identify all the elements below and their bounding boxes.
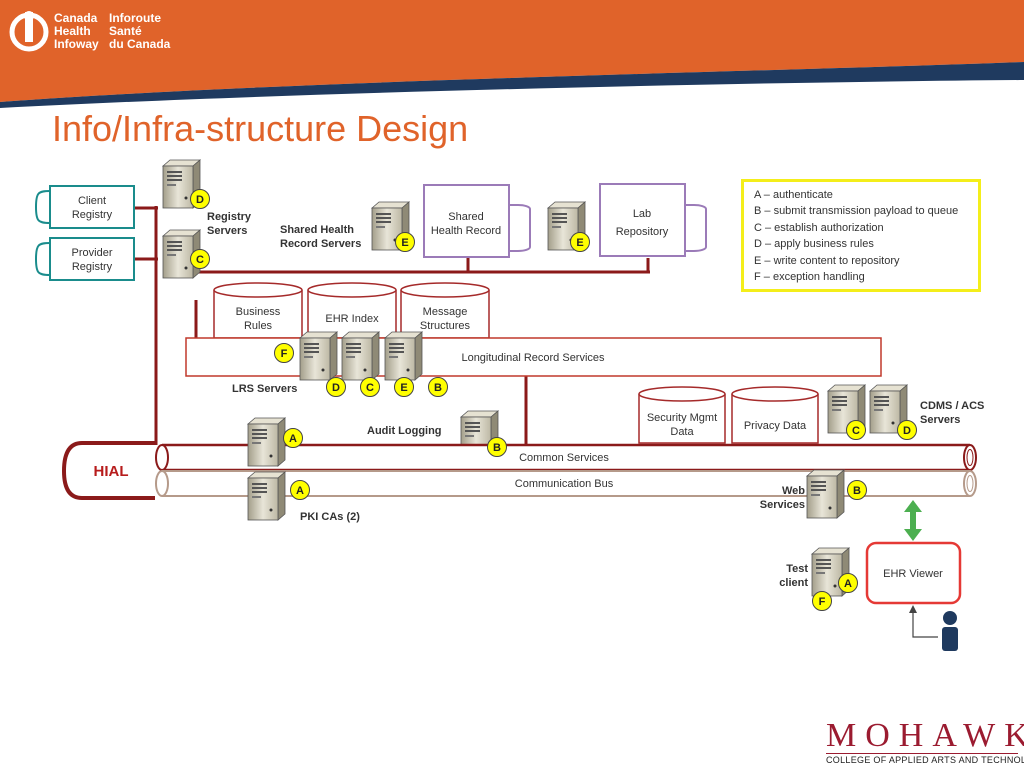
test-client-label-line1: Test bbox=[786, 563, 808, 575]
web-services-label-line2: Services bbox=[760, 499, 805, 511]
badge-cdms-d: D bbox=[903, 425, 911, 437]
ehr-viewer-label: EHR Viewer bbox=[883, 568, 943, 580]
badge-lrs-e: E bbox=[400, 382, 407, 394]
ehr-index-store: EHR Index bbox=[307, 282, 397, 339]
auth-server-icon bbox=[247, 417, 286, 467]
badge-test-f: F bbox=[819, 596, 826, 608]
header-band bbox=[0, 0, 1024, 108]
legend-box: A – authenticate B – submit transmission… bbox=[741, 179, 981, 292]
badge-lrs-b: B bbox=[434, 382, 442, 394]
lrs-server-2-icon bbox=[341, 331, 380, 381]
lrs-server-1-icon bbox=[299, 331, 338, 381]
legend-item-e: E – write content to repository bbox=[754, 254, 900, 267]
legend-item-d: D – apply business rules bbox=[754, 238, 874, 251]
privacy-data-label: Privacy Data bbox=[744, 420, 807, 432]
privacy-data-store: Privacy Data bbox=[731, 386, 819, 444]
mohawk-logo: MOHAWK bbox=[826, 717, 1024, 754]
legend-item-a: A – authenticate bbox=[754, 189, 833, 201]
badge-lab-e: E bbox=[576, 237, 583, 249]
hial-bracket bbox=[61, 441, 155, 500]
double-arrow-icon bbox=[904, 500, 922, 541]
common-services-label: Common Services bbox=[519, 452, 609, 464]
badge-registry-d: D bbox=[196, 194, 204, 206]
badge-audit-b: B bbox=[493, 442, 501, 454]
badge-auth-a: A bbox=[289, 433, 297, 445]
legend-item-f: F – exception handling bbox=[754, 271, 865, 284]
user-person-icon bbox=[942, 611, 958, 651]
badge-lrs-c: C bbox=[366, 382, 374, 394]
infoway-logo-icon bbox=[9, 11, 49, 52]
badge-registry-c: C bbox=[196, 254, 204, 266]
test-client-label-line2: client bbox=[779, 577, 808, 589]
lrs-server-3-icon bbox=[384, 331, 423, 381]
ehr-index-label: EHR Index bbox=[325, 313, 379, 325]
communication-bus-label: Communication Bus bbox=[515, 478, 614, 490]
web-services-label-line1: Web bbox=[782, 485, 805, 497]
web-services-server-icon bbox=[806, 469, 845, 519]
badge-lrs-f: F bbox=[281, 348, 288, 360]
legend-item-c: C – establish authorization bbox=[754, 221, 884, 234]
page-title: Info/Infra-structure Design bbox=[52, 108, 469, 149]
badge-web-b: B bbox=[853, 485, 861, 497]
badge-cdms-c: C bbox=[852, 425, 860, 437]
arrow-icon bbox=[909, 605, 938, 638]
badge-lrs-d: D bbox=[332, 382, 340, 394]
mohawk-subtitle: COLLEGE OF APPLIED ARTS AND TECHNOLOGY bbox=[826, 755, 1024, 765]
pki-cas-label: PKI CAs (2) bbox=[300, 511, 360, 523]
audit-logging-label: Audit Logging bbox=[367, 425, 442, 437]
badge-shr-e: E bbox=[401, 237, 408, 249]
lrs-servers-label: LRS Servers bbox=[232, 383, 297, 395]
hial-label: HIAL bbox=[94, 463, 129, 480]
ehr-viewer-box bbox=[865, 541, 962, 605]
mohawk-logo-rule bbox=[826, 753, 1018, 754]
badge-test-a: A bbox=[844, 578, 852, 590]
legend-item-b: B – submit transmission payload to queue bbox=[754, 205, 959, 218]
connector-lines bbox=[135, 206, 650, 445]
badge-pki-a: A bbox=[296, 485, 304, 497]
lrs-bar-label: Longitudinal Record Services bbox=[461, 352, 605, 364]
pki-server-icon bbox=[247, 471, 286, 521]
